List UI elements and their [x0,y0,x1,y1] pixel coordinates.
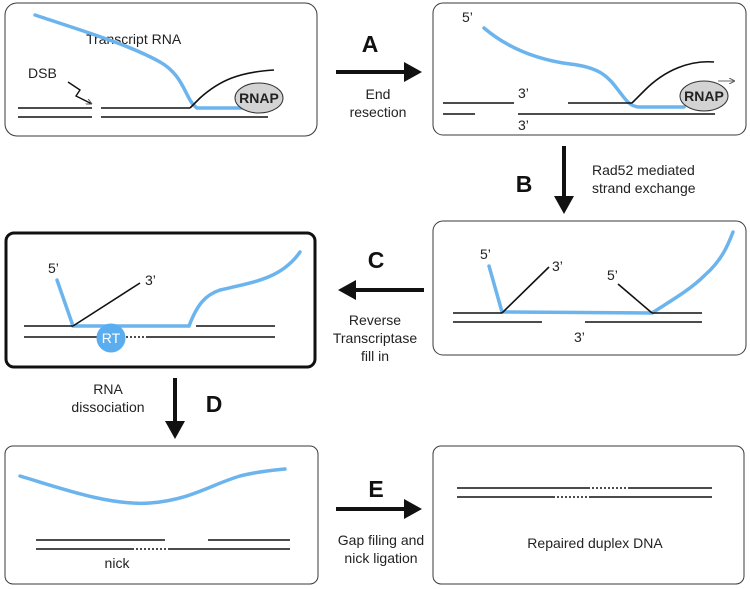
step-c-caption-3: fill in [361,348,389,364]
step-e-caption-2: nick ligation [344,550,417,566]
step-b-caption-2: strand exchange [592,180,696,196]
step-c-arrow-head [338,280,356,300]
step-c: C Reverse Transcriptase fill in [333,247,424,364]
rt-label: RT [102,330,121,346]
panel-rt-fill-in: 5’ 3’ RT [4,231,317,369]
step-b-letter: B [516,171,533,197]
panel3-three-prime-bottom: 3’ [574,329,585,345]
step-d-letter: D [206,391,223,417]
dna-bubble-strand [189,69,275,109]
panel-strand-exchange: 5’ 3’ 5’ 3’ [432,220,747,356]
panel2-bubble-strand [631,60,715,104]
step-b: B Rad52 mediated strand exchange [516,146,696,214]
panel2-rna-strand [482,26,686,109]
panel4-rna-strand [55,250,302,328]
panel2-rnap-enzyme [679,80,729,112]
panel3-dna-overhang-right [617,283,653,314]
step-a-letter: A [362,31,379,57]
step-b-caption-1: Rad52 mediated [592,162,695,178]
panel-5-frame [4,445,319,585]
panel-3-frame [432,220,747,356]
panel5-released-rna [18,467,287,506]
panel2-rnap-label: RNAP [684,88,724,104]
panel-rna-dissociation: nick [4,445,319,585]
dsb-lightning-arrow [67,81,92,105]
panel3-rna-strand [487,230,735,315]
dsb-label: DSB [28,65,57,81]
step-d-caption-1: RNA [93,381,123,397]
panel2-five-prime: 5’ [462,9,473,25]
rnap-enzyme [234,82,284,114]
step-c-caption-1: Reverse [349,312,401,328]
step-a-caption-1: End [366,86,391,102]
rt-enzyme [96,323,126,353]
panel-repaired-dna: Repaired duplex DNA [432,445,745,585]
step-e-arrow-head [404,499,422,519]
panel2-three-prime-bottom: 3’ [518,117,529,133]
step-a-arrow-head [404,62,422,82]
panel3-dna-overhang-left [501,266,550,314]
step-e: E Gap filing and nick ligation [336,476,424,566]
rnap-label: RNAP [239,90,279,106]
panel3-three-prime-mid: 3’ [552,258,563,274]
transcript-rna-label: Transcript RNA [86,31,182,47]
step-d-arrow-head [165,421,185,439]
step-c-letter: C [368,247,385,273]
panel2-three-prime-top: 3’ [518,85,529,101]
panel3-five-prime-left: 5’ [480,246,491,262]
panel4-three-prime: 3’ [145,272,156,288]
step-b-arrow-head [554,196,574,214]
panel-4-frame [4,231,317,369]
panel-6-frame [432,445,745,585]
step-e-caption-1: Gap filing and [338,532,424,548]
panel-transcription-dsb: Transcript RNA DSB RNAP [4,2,318,137]
step-e-letter: E [368,476,383,502]
panel4-dna-overhang [72,282,141,327]
repaired-duplex-label: Repaired duplex DNA [527,535,663,551]
panel4-five-prime: 5’ [48,260,59,276]
panel-end-resection: 5’ 3’ 3’ RNAP [432,2,747,136]
step-d-caption-2: dissociation [71,399,144,415]
step-d: RNA dissociation D [71,378,222,439]
step-a: A End resection [336,31,422,120]
step-c-caption-2: Transcriptase [333,330,418,346]
transcript-rna-strand [33,13,252,110]
nick-label: nick [105,555,131,571]
panel3-five-prime-right: 5’ [607,267,618,283]
step-a-caption-2: resection [350,104,407,120]
